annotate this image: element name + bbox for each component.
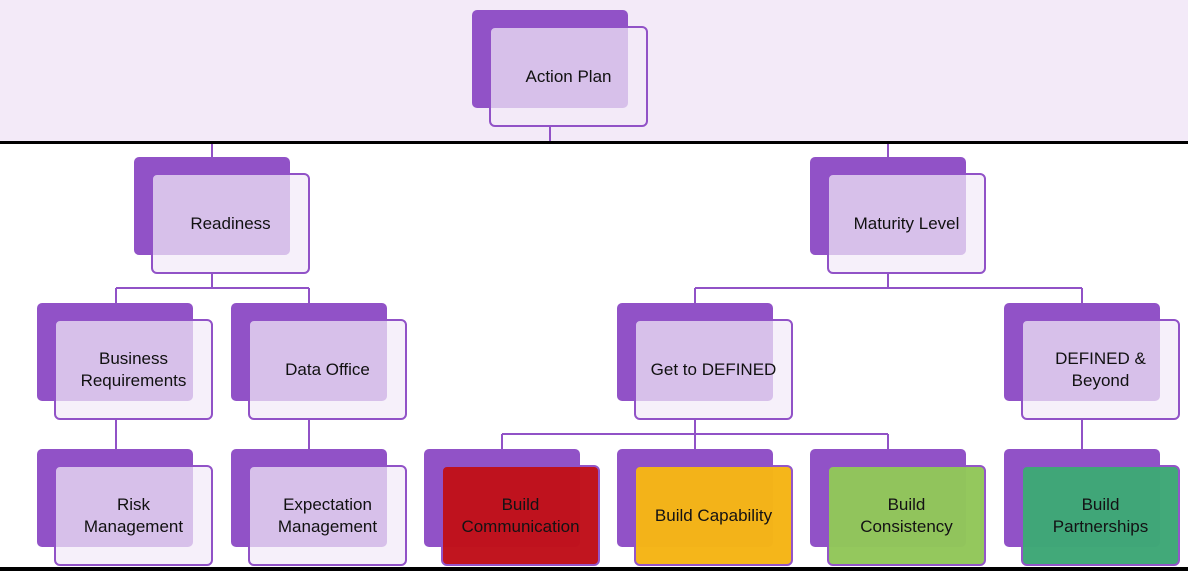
header-divider <box>0 141 1188 144</box>
node-build-consistency: Build Consistency <box>810 449 986 566</box>
node-label: Build Communication <box>461 494 580 536</box>
node-maturity-level: Maturity Level <box>810 157 986 274</box>
node-label: Get to DEFINED <box>650 359 777 379</box>
node-data-office: Data Office <box>231 303 407 420</box>
node-label: Data Office <box>285 359 370 379</box>
node-label: Expectation Management <box>277 494 378 536</box>
node-label: Risk Management <box>83 494 184 536</box>
node-action-plan: Action Plan <box>472 10 648 127</box>
node-label: Build Partnerships <box>1052 494 1149 536</box>
node-label: Business Requirements <box>80 348 187 390</box>
node-expectation-management: Expectation Management <box>231 449 407 566</box>
node-label: Action Plan <box>525 66 612 86</box>
node-get-to-defined: Get to DEFINED <box>617 303 793 420</box>
node-risk-management: Risk Management <box>37 449 213 566</box>
node-build-partnerships: Build Partnerships <box>1004 449 1180 566</box>
node-label: Build Consistency <box>860 494 953 536</box>
node-label: DEFINED & Beyond <box>1055 348 1146 390</box>
node-label: Build Capability <box>654 505 773 525</box>
node-label: Maturity Level <box>853 213 960 233</box>
node-defined-beyond: DEFINED & Beyond <box>1004 303 1180 420</box>
node-label: Readiness <box>190 213 271 233</box>
bottom-divider <box>0 567 1188 571</box>
node-build-communication: Build Communication <box>424 449 600 566</box>
node-readiness: Readiness <box>134 157 310 274</box>
node-build-capability: Build Capability <box>617 449 793 566</box>
node-business-requirements: Business Requirements <box>37 303 213 420</box>
